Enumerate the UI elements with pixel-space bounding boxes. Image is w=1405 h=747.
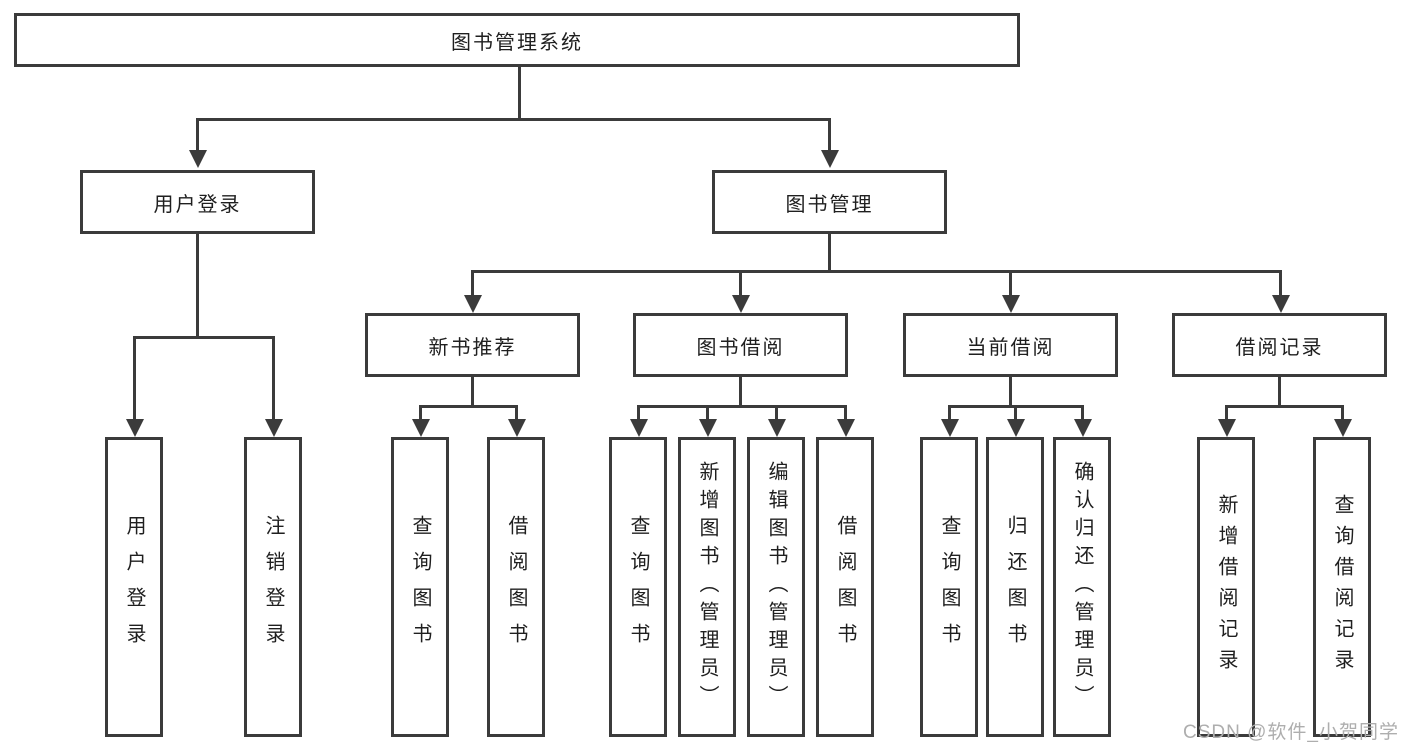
csdn-watermark: CSDN @软件_小贺同学 [1183,722,1399,743]
node-current-borrow: 当前借阅 [903,313,1118,377]
leaf-query-books-borrow-label: 查询图书 [627,515,649,659]
leaf-logout-label: 注销登录 [262,515,284,659]
leaf-edit-book-admin-label: 编辑图书（管理员） [765,461,787,713]
connector-recommend-stem [471,377,474,405]
leaf-return-book: 归还图书 [986,437,1044,737]
leaf-return-book-label: 归还图书 [1004,515,1026,659]
node-root: 图书管理系统 [14,13,1020,67]
leaf-confirm-return-admin: 确认归还（管理员） [1053,437,1111,737]
leaf-add-book-admin-label: 新增图书（管理员） [696,461,718,713]
node-new-book-recommend-label: 新书推荐 [428,336,517,359]
arrow-recommend-borrow [515,405,518,419]
connector-recommend-bar [419,405,518,408]
arrow-borrow-edit [775,405,778,419]
arrow-to-book-borrow [739,270,742,295]
connector-root-bar [196,118,831,121]
arrow-borrow-query [637,405,640,419]
connector-userlogin-bar [133,336,275,339]
leaf-query-borrow-record: 查询借阅记录 [1313,437,1371,737]
leaf-query-books-recommend-label: 查询图书 [409,515,431,659]
connector-bookborrow-bar [637,405,847,408]
leaf-edit-book-admin: 编辑图书（管理员） [747,437,805,737]
node-borrow-records-label: 借阅记录 [1235,336,1324,359]
connector-bookmgmt-stem [828,234,831,272]
leaf-query-books-current: 查询图书 [920,437,978,737]
node-book-management-label: 图书管理 [785,193,874,216]
arrow-to-leaf-user-login [133,336,136,419]
leaf-query-books-recommend: 查询图书 [391,437,449,737]
arrow-to-new-book-recommend [471,270,474,295]
leaf-user-login: 用户登录 [105,437,163,737]
leaf-add-book-admin: 新增图书（管理员） [678,437,736,737]
arrow-records-add [1225,405,1228,419]
leaf-borrow-books-recommend: 借阅图书 [487,437,545,737]
arrow-to-book-management [828,118,831,150]
node-book-borrow-label: 图书借阅 [696,336,785,359]
leaf-confirm-return-admin-label: 确认归还（管理员） [1071,461,1093,713]
node-borrow-records: 借阅记录 [1172,313,1387,377]
arrow-borrow-add [706,405,709,419]
leaf-logout: 注销登录 [244,437,302,737]
connector-bookborrow-stem [739,377,742,405]
arrow-to-current-borrow [1009,270,1012,295]
connector-records-bar [1225,405,1344,408]
arrow-current-query [948,405,951,419]
leaf-query-borrow-record-label: 查询借阅记录 [1331,494,1353,680]
leaf-add-borrow-record-label: 新增借阅记录 [1215,494,1237,680]
leaf-query-books-borrow: 查询图书 [609,437,667,737]
node-new-book-recommend: 新书推荐 [365,313,580,377]
node-root-label: 图书管理系统 [451,31,583,54]
connector-bookmgmt-bar [471,270,1281,273]
arrow-to-leaf-logout [272,336,275,419]
arrow-recommend-query [419,405,422,419]
leaf-borrow-books-recommend-label: 借阅图书 [505,515,527,659]
arrow-current-confirm [1081,405,1084,419]
leaf-borrow-books-borrow: 借阅图书 [816,437,874,737]
node-book-borrow: 图书借阅 [633,313,848,377]
node-user-login: 用户登录 [80,170,315,234]
node-book-management: 图书管理 [712,170,947,234]
arrow-records-query [1341,405,1344,419]
node-user-login-label: 用户登录 [153,193,242,216]
connector-currentborrow-stem [1009,377,1012,405]
arrow-current-return [1014,405,1017,419]
connector-records-stem [1278,377,1281,405]
connector-userlogin-stem [196,234,199,338]
leaf-add-borrow-record: 新增借阅记录 [1197,437,1255,737]
leaf-query-books-current-label: 查询图书 [938,515,960,659]
leaf-borrow-books-borrow-label: 借阅图书 [834,515,856,659]
arrow-to-borrow-records [1279,270,1282,295]
node-current-borrow-label: 当前借阅 [966,336,1055,359]
connector-root-stem [518,67,521,120]
leaf-user-login-label: 用户登录 [123,515,145,659]
arrow-to-user-login [196,118,199,150]
arrow-borrow-borrow [844,405,847,419]
